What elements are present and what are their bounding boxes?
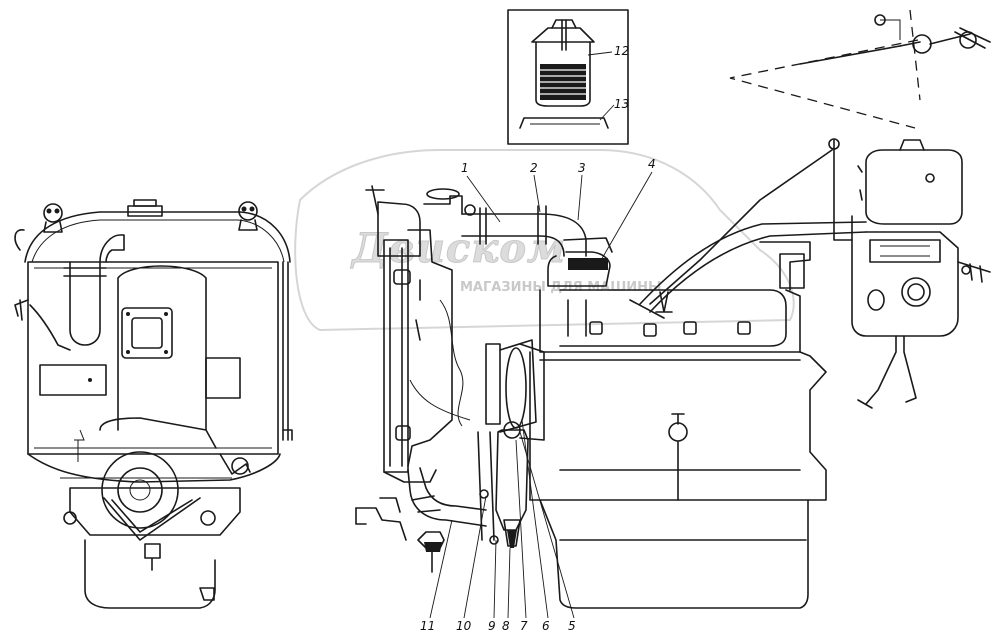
watermark-logo: Двиском [350,225,566,272]
expansion-tank [828,138,991,409]
engine-oil-pan [539,499,809,609]
callout-13: 13 [614,97,629,111]
callout-12: 12 [614,44,629,58]
callout-8: 8 [502,619,510,632]
side-view [355,138,991,609]
radiator-core-side [383,239,409,473]
lower-hose [407,467,487,573]
engine-block [529,241,827,609]
heater-hose [649,231,867,313]
dashed-cable-upper [729,39,919,129]
callout-4: 4 [648,157,656,171]
thermostat-cap [568,258,608,270]
detail-inset: 12 13 [507,9,629,145]
expansion-tank-bracket [851,215,959,337]
callout-6: 6 [542,619,550,632]
callout-5: 5 [568,619,576,632]
engine-block-body [529,351,827,501]
callout-7: 7 [520,619,528,632]
callout-2: 2 [530,161,538,175]
upper-hose [461,204,587,257]
callout-10: 10 [456,619,472,632]
lower-hose-pipe [407,469,487,527]
callout-1: 1 [461,161,469,175]
detail-tray [519,117,609,129]
watermark-subtitle: МАГАЗИНЫ ДЛЯ МАШИНЫ [460,280,662,295]
valve-cover [559,289,787,347]
callout-9: 9 [488,619,496,632]
callout-11: 11 [420,619,435,632]
front-shroud-top [24,211,291,263]
radiator [355,185,463,541]
front-engine-block [117,265,207,431]
front-right-bolt [238,201,258,231]
callout-3: 3 [578,161,586,175]
watermark-car-silhouette [294,149,795,332]
upper-hose-pipe [461,213,587,257]
water-pump-assembly [477,339,545,548]
front-oil-pan [69,487,241,536]
watermark: Двиском МАГАЗИНЫ ДЛЯ МАШИНЫ [294,149,795,332]
front-left-bolt [43,203,63,233]
water-pump-body [495,429,529,531]
thermostat-housing [547,237,613,287]
callouts: 1 2 3 4 11 10 9 8 7 6 5 [420,157,656,632]
front-view [14,199,293,609]
front-fan-pulley [101,451,179,529]
expansion-tank-body [865,149,963,225]
front-upper-hose [69,234,125,346]
dipstick-assembly [729,9,991,129]
detail-tank-body [535,41,591,107]
dipstick-rod [799,45,901,65]
detail-inset-frame [507,9,629,145]
